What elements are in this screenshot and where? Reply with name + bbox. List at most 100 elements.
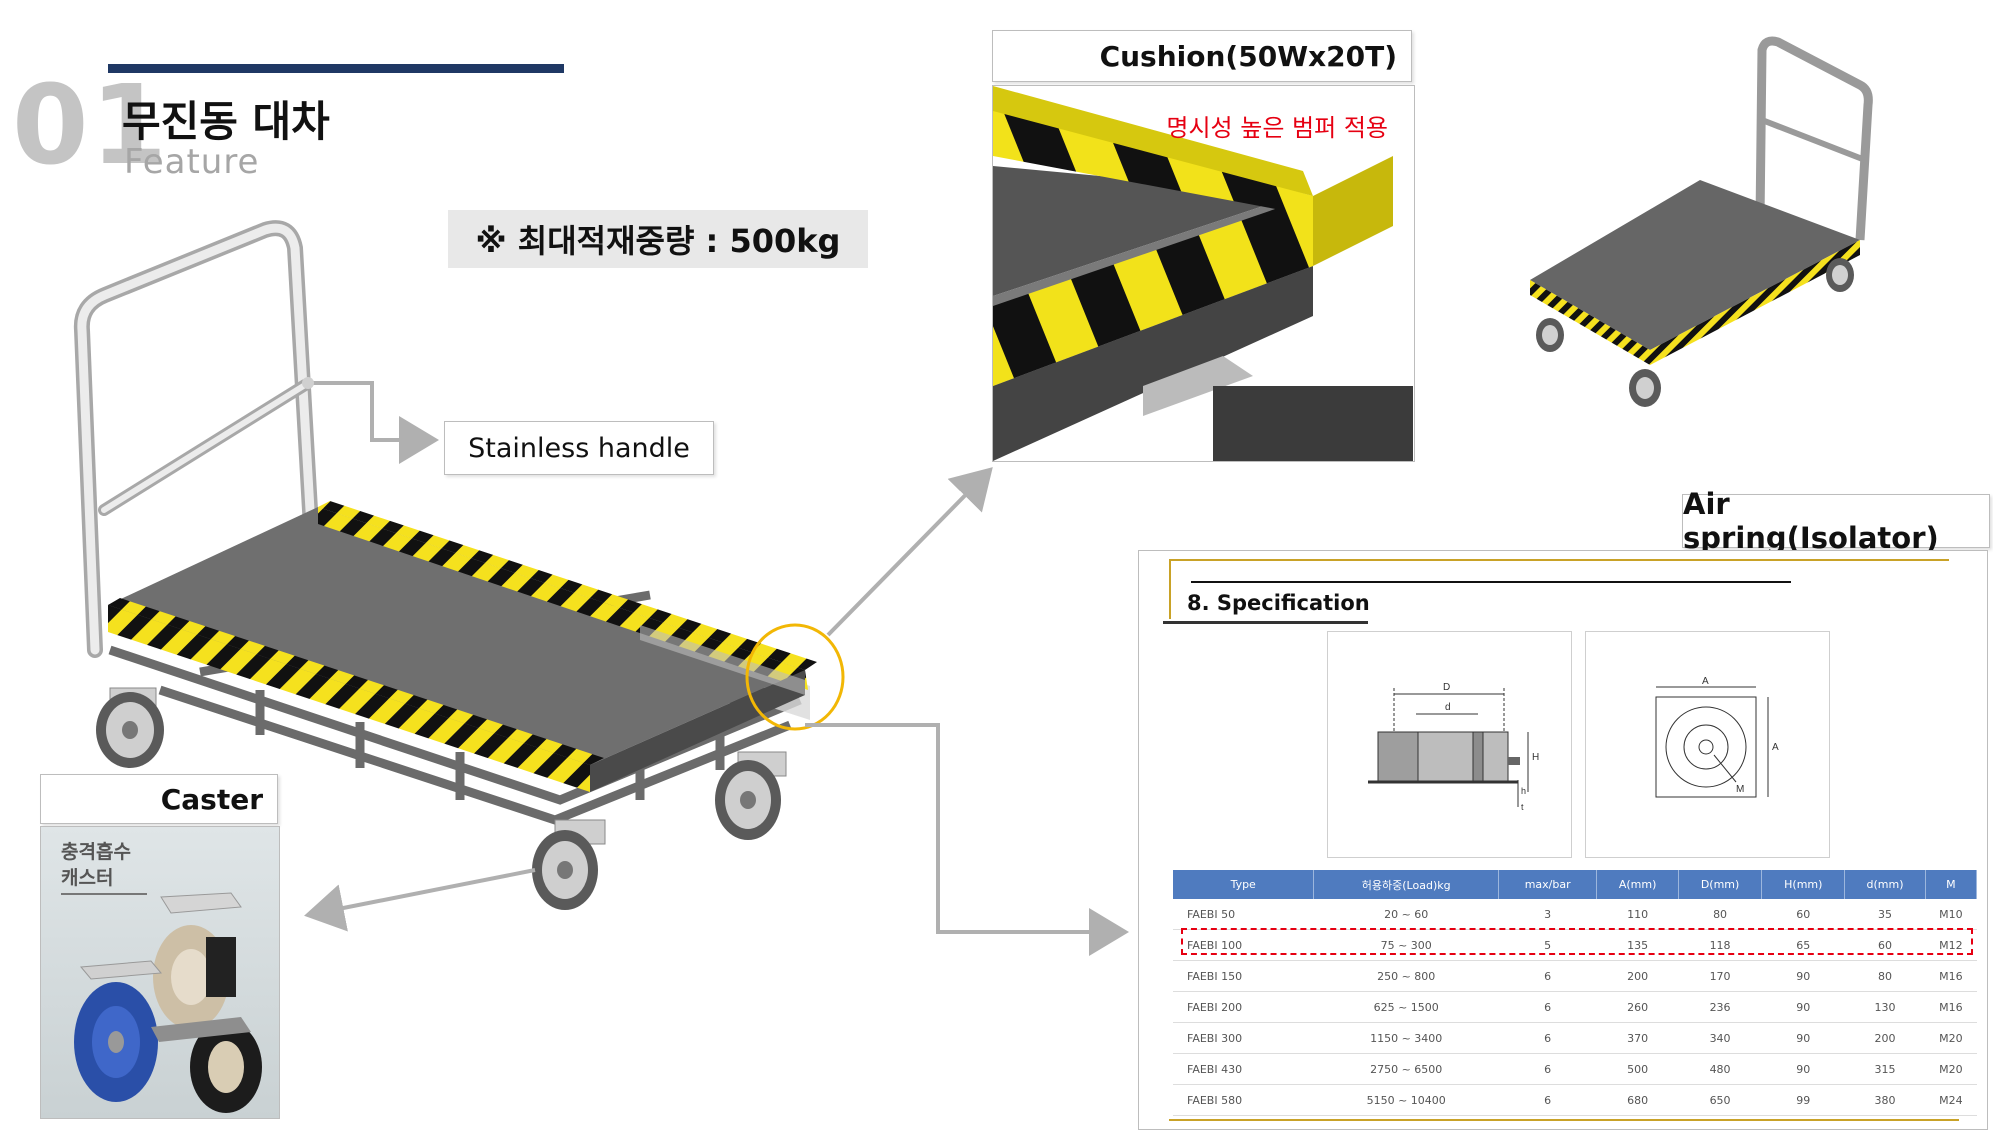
cushion-detail-panel: 명시성 높은 범퍼 적용 — [992, 85, 1415, 462]
spec-title: 8. Specification — [1187, 591, 1370, 615]
page-subtitle: Feature — [124, 142, 260, 182]
table-cell: 35 — [1844, 899, 1926, 930]
table-cell: 370 — [1596, 1022, 1679, 1054]
table-cell: FAEBI 580 — [1173, 1084, 1314, 1116]
table-cell: FAEBI 100 — [1173, 929, 1314, 961]
caster-wheels — [96, 687, 787, 910]
table-row: FAEBI 430 2750 ~ 6500 6 500 480 90 315 M… — [1173, 1053, 1977, 1085]
table-cell: 65 — [1761, 929, 1845, 961]
table-cell: 75 ~ 300 — [1313, 929, 1499, 961]
table-cell: M10 — [1925, 899, 1977, 930]
top-view-drawing: A A M — [1585, 631, 1830, 858]
table-cell: 250 ~ 800 — [1313, 960, 1499, 992]
dim-label-M: M — [1736, 784, 1744, 795]
dim-label-A-top: A — [1702, 676, 1709, 687]
table-cell: M16 — [1925, 960, 1977, 992]
table-cell: 6 — [1498, 1053, 1597, 1085]
cushion-closeup-image — [993, 86, 1413, 461]
table-cell: 236 — [1678, 991, 1762, 1023]
table-row: FAEBI 300 1150 ~ 3400 6 370 340 90 200 M… — [1173, 1022, 1977, 1054]
bumper-highlight-circle — [745, 623, 845, 731]
spec-table-header: Type 허용하중(Load)kg max/bar A(mm) D(mm) H(… — [1173, 870, 1978, 899]
caster-subtitle: 충격흡수 캐스터 — [61, 839, 131, 891]
header-bar — [108, 64, 564, 73]
caster-subtitle-line-2: 캐스터 — [61, 867, 114, 889]
table-row: FAEBI 50 20 ~ 60 3 110 80 60 35 M10 — [1173, 899, 1977, 930]
table-cell: 625 ~ 1500 — [1313, 991, 1499, 1023]
table-cell: M24 — [1925, 1084, 1977, 1116]
table-row: FAEBI 200 625 ~ 1500 6 260 236 90 130 M1… — [1173, 991, 1977, 1023]
table-cell: FAEBI 200 — [1173, 991, 1314, 1023]
table-cell: 80 — [1844, 960, 1926, 992]
col-a: A(mm) — [1596, 870, 1679, 899]
table-cell: 315 — [1844, 1053, 1926, 1085]
table-cell: 6 — [1498, 960, 1597, 992]
table-cell: 6 — [1498, 991, 1597, 1023]
handle-label: Stainless handle — [444, 421, 714, 475]
table-cell: 380 — [1844, 1084, 1926, 1116]
table-cell: FAEBI 300 — [1173, 1022, 1314, 1054]
dim-label-d: d — [1445, 702, 1451, 713]
table-cell: M16 — [1925, 991, 1977, 1023]
col-load: 허용하중(Load)kg — [1313, 870, 1499, 899]
isolator-side-diagram: D d H h t — [1368, 682, 1539, 812]
side-view-drawing: D d H h t — [1327, 631, 1572, 858]
table-cell: FAEBI 150 — [1173, 960, 1314, 992]
cart-overview-image — [1530, 36, 1873, 407]
table-cell: 6 — [1498, 1022, 1597, 1054]
table-cell: 680 — [1596, 1084, 1679, 1116]
spec-side-rule — [1169, 559, 1171, 619]
max-load-banner: ※ 최대적재중량 : 500kg — [448, 210, 868, 268]
table-row-highlighted: FAEBI 100 75 ~ 300 5 135 118 65 60 M12 — [1173, 929, 1977, 961]
table-cell: 3 — [1498, 899, 1597, 930]
col-h: H(mm) — [1761, 870, 1846, 899]
table-cell: M20 — [1925, 1053, 1977, 1085]
air-spring-heading-text: Air spring(Isolator) — [1683, 487, 1939, 555]
cushion-heading-text: Cushion(50Wx20T) — [1099, 39, 1397, 73]
dim-label-H: H — [1532, 752, 1539, 763]
table-cell: 90 — [1761, 1053, 1845, 1085]
spec-title-underline — [1163, 621, 1368, 624]
table-row: FAEBI 150 250 ~ 800 6 200 170 90 80 M16 — [1173, 960, 1977, 992]
dim-label-t: t — [1521, 802, 1524, 812]
col-d-upper: D(mm) — [1678, 870, 1763, 899]
table-cell: 1150 ~ 3400 — [1313, 1022, 1499, 1054]
table-row: FAEBI 580 5150 ~ 10400 6 680 650 99 380 … — [1173, 1084, 1977, 1116]
cushion-heading: Cushion(50Wx20T) — [992, 30, 1412, 82]
cushion-note: 명시성 높은 범퍼 적용 — [1166, 114, 1388, 142]
table-cell: 650 — [1678, 1084, 1762, 1116]
spec-top-rule — [1169, 559, 1949, 561]
table-cell: 135 — [1596, 929, 1679, 961]
table-cell: 480 — [1678, 1053, 1762, 1085]
spec-table: Type 허용하중(Load)kg max/bar A(mm) D(mm) H(… — [1173, 870, 1978, 1116]
caster-photo-panel: 충격흡수 캐스터 — [40, 826, 280, 1119]
section-number: 01 — [12, 61, 170, 189]
table-cell: 5150 ~ 10400 — [1313, 1084, 1499, 1116]
caster-heading-text: Caster — [160, 782, 263, 816]
col-type: Type — [1173, 870, 1315, 899]
table-cell: 340 — [1678, 1022, 1762, 1054]
table-cell: 99 — [1761, 1084, 1845, 1116]
col-m: M — [1925, 870, 1978, 899]
table-cell: FAEBI 50 — [1173, 899, 1314, 930]
table-cell: 20 ~ 60 — [1313, 899, 1499, 930]
air-spring-spec-panel: 8. Specification D d H h t — [1138, 550, 1988, 1130]
table-cell: 90 — [1761, 1022, 1845, 1054]
col-d-lower: d(mm) — [1844, 870, 1926, 899]
table-cell: 80 — [1678, 899, 1762, 930]
cart-deck — [108, 501, 817, 792]
spec-bottom-rule — [1169, 1119, 1959, 1121]
table-cell: FAEBI 430 — [1173, 1053, 1314, 1085]
table-cell: M12 — [1925, 929, 1977, 961]
spec-heading-rule — [1191, 581, 1791, 583]
table-cell: 90 — [1761, 960, 1845, 992]
table-cell: 200 — [1844, 1022, 1926, 1054]
caster-subtitle-line-1: 충격흡수 — [61, 841, 131, 863]
table-cell: 60 — [1761, 899, 1845, 930]
table-cell: 5 — [1498, 929, 1597, 961]
handle-label-text: Stainless handle — [468, 432, 690, 464]
callout-connectors — [304, 381, 1129, 956]
table-cell: 6 — [1498, 1084, 1597, 1116]
caster-heading: Caster — [40, 774, 278, 824]
table-cell: 170 — [1678, 960, 1762, 992]
